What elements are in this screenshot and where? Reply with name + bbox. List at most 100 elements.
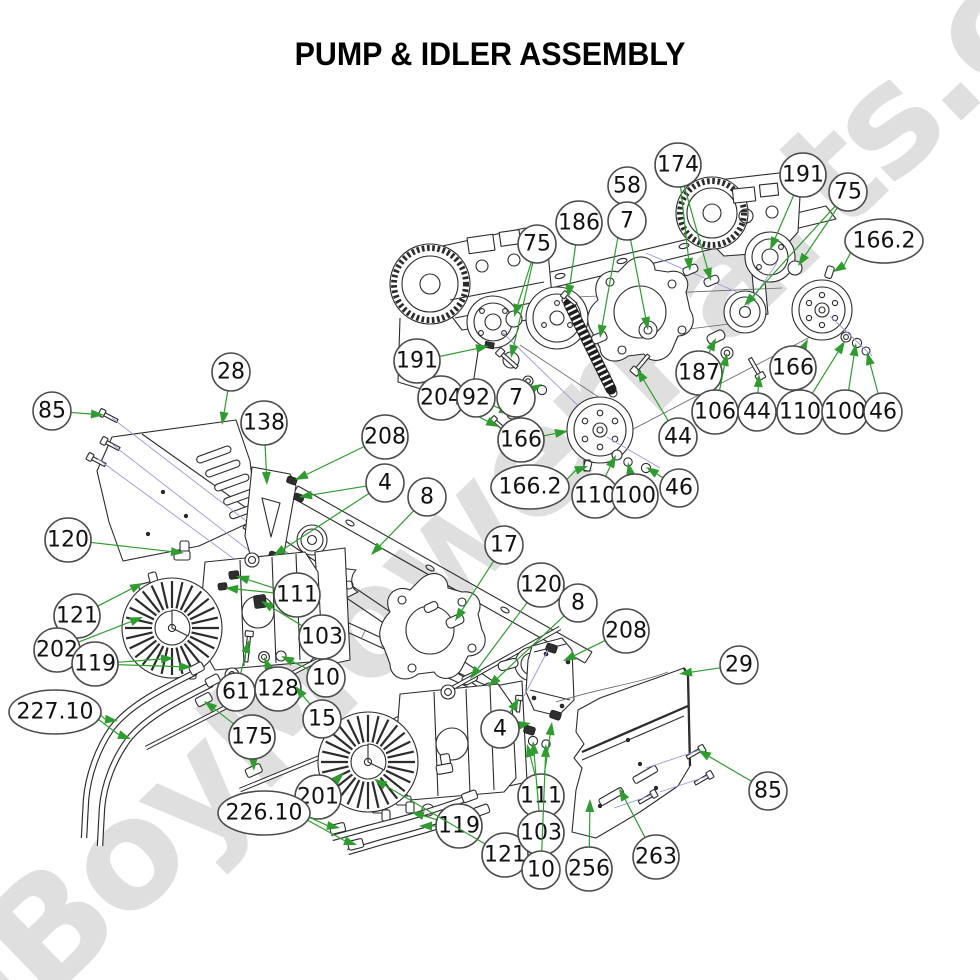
leader-line <box>708 756 752 782</box>
leader-arrowhead <box>554 429 568 438</box>
callout-balloon-46[interactable]: 46 <box>659 468 699 508</box>
callout-balloon-128[interactable]: 128 <box>254 666 302 712</box>
svg-text:111: 111 <box>276 583 318 608</box>
callout-balloon-61[interactable]: 61 <box>216 672 256 712</box>
callout-balloon-28[interactable]: 28 <box>211 352 251 392</box>
callout-balloon-75[interactable]: 75 <box>517 224 557 264</box>
leader-arrowhead <box>517 721 531 730</box>
svg-text:46: 46 <box>665 476 693 501</box>
callout-balloon-263[interactable]: 263 <box>632 834 680 880</box>
callout-balloon-166.2[interactable]: 166.2 <box>844 218 924 264</box>
callout-balloon-15[interactable]: 15 <box>302 699 342 739</box>
callout-balloon-208[interactable]: 208 <box>602 608 650 654</box>
callout-balloon-85[interactable]: 85 <box>748 771 788 811</box>
svg-text:29: 29 <box>725 653 753 678</box>
leader-line <box>774 194 795 239</box>
callout-balloon-7[interactable]: 7 <box>607 201 647 241</box>
callout-balloon-119[interactable]: 119 <box>435 803 483 849</box>
callout-balloon-8[interactable]: 8 <box>407 477 447 517</box>
callout-balloon-138[interactable]: 138 <box>240 400 288 446</box>
callout-balloon-204[interactable]: 204 <box>417 375 465 421</box>
callout-balloon-106[interactable]: 106 <box>691 389 739 435</box>
callout-balloon-10[interactable]: 10 <box>521 850 561 890</box>
leader-arrowhead <box>679 667 693 677</box>
callout-balloon-7[interactable]: 7 <box>496 378 536 418</box>
svg-text:166: 166 <box>500 428 542 453</box>
callout-balloon-111[interactable]: 111 <box>273 572 321 618</box>
leader-arrowhead <box>684 257 694 271</box>
callout-balloon-92[interactable]: 92 <box>456 378 496 418</box>
callout-balloon-166[interactable]: 166 <box>769 345 817 391</box>
callout-balloon-4[interactable]: 4 <box>365 463 405 503</box>
callout-balloon-119[interactable]: 119 <box>71 641 119 687</box>
leader-arrowhead <box>834 341 845 355</box>
callout-balloon-227.10[interactable]: 227.10 <box>8 689 102 735</box>
leader-line <box>214 708 234 725</box>
callout-balloon-120[interactable]: 120 <box>44 517 92 563</box>
leader-line <box>543 432 556 437</box>
callout-balloon-208[interactable]: 208 <box>361 414 409 460</box>
leader-arrowhead <box>606 455 616 469</box>
callout-balloon-8[interactable]: 8 <box>558 583 598 623</box>
leader-arrowhead <box>744 293 757 306</box>
callout-balloon-166.2[interactable]: 166.2 <box>490 464 570 510</box>
leader-line <box>97 588 132 607</box>
callout-balloon-121[interactable]: 121 <box>53 593 101 639</box>
callout-balloon-44[interactable]: 44 <box>737 392 777 432</box>
leader-line <box>517 261 532 305</box>
callout-balloon-46[interactable]: 46 <box>863 392 903 432</box>
leader-arrowhead <box>374 779 388 790</box>
callout-balloon-103[interactable]: 103 <box>298 614 346 660</box>
leader-line <box>237 588 275 594</box>
callout-balloon-120[interactable]: 120 <box>517 562 565 608</box>
svg-text:7: 7 <box>509 386 523 411</box>
leader-arrowhead <box>488 674 501 687</box>
callout-balloon-110[interactable]: 110 <box>776 389 824 435</box>
callout-balloon-121[interactable]: 121 <box>481 832 529 878</box>
callout-balloon-191[interactable]: 191 <box>393 338 441 384</box>
callout-balloon-186[interactable]: 186 <box>555 200 603 246</box>
leader-line <box>223 390 229 413</box>
callout-balloon-100[interactable]: 100 <box>821 389 869 435</box>
callout-balloon-103[interactable]: 103 <box>517 810 565 856</box>
leader-arrowhead <box>470 665 482 679</box>
callout-balloon-10[interactable]: 10 <box>306 658 346 698</box>
callout-balloon-17[interactable]: 17 <box>484 525 524 565</box>
callout-balloon-29[interactable]: 29 <box>719 645 759 685</box>
callout-balloon-44[interactable]: 44 <box>658 417 698 457</box>
callout-balloon-191[interactable]: 191 <box>779 152 827 198</box>
leader-arrowhead <box>236 575 250 585</box>
leader-line <box>624 799 646 838</box>
callout-balloon-4[interactable]: 4 <box>480 709 520 749</box>
callout-balloon-58[interactable]: 58 <box>607 166 647 206</box>
leader-arrowhead <box>626 462 636 476</box>
callout-balloon-166[interactable]: 166 <box>497 417 545 463</box>
callout-balloon-110[interactable]: 110 <box>571 473 619 519</box>
leader-arrowhead <box>545 722 555 736</box>
callout-balloon-226.10[interactable]: 226.10 <box>217 790 311 836</box>
svg-text:186: 186 <box>558 211 600 236</box>
callout-balloon-256[interactable]: 256 <box>565 846 613 892</box>
leader-line <box>869 364 879 394</box>
callout-balloon-85[interactable]: 85 <box>32 391 72 431</box>
leader-arrowhead <box>419 821 432 831</box>
svg-text:138: 138 <box>243 411 285 436</box>
leader-arrowhead <box>703 267 712 281</box>
callout-balloon-75[interactable]: 75 <box>828 172 868 212</box>
callout-balloon-187[interactable]: 187 <box>675 350 723 396</box>
leader-line <box>804 207 838 256</box>
leader-arrowhead <box>585 799 595 813</box>
callout-balloon-100[interactable]: 100 <box>611 473 659 519</box>
callout-balloon-174[interactable]: 174 <box>654 142 702 188</box>
leader-arrowhead <box>411 811 425 820</box>
callout-balloon-175[interactable]: 175 <box>228 714 276 760</box>
svg-text:103: 103 <box>301 625 343 650</box>
callout-balloon-111[interactable]: 111 <box>517 773 565 819</box>
leader-arrowhead <box>637 369 648 383</box>
leader-arrowhead <box>326 821 340 830</box>
svg-text:263: 263 <box>635 845 677 870</box>
svg-text:10: 10 <box>527 858 555 883</box>
leader-arrowhead <box>866 352 875 366</box>
leader-arrowhead <box>646 467 660 478</box>
